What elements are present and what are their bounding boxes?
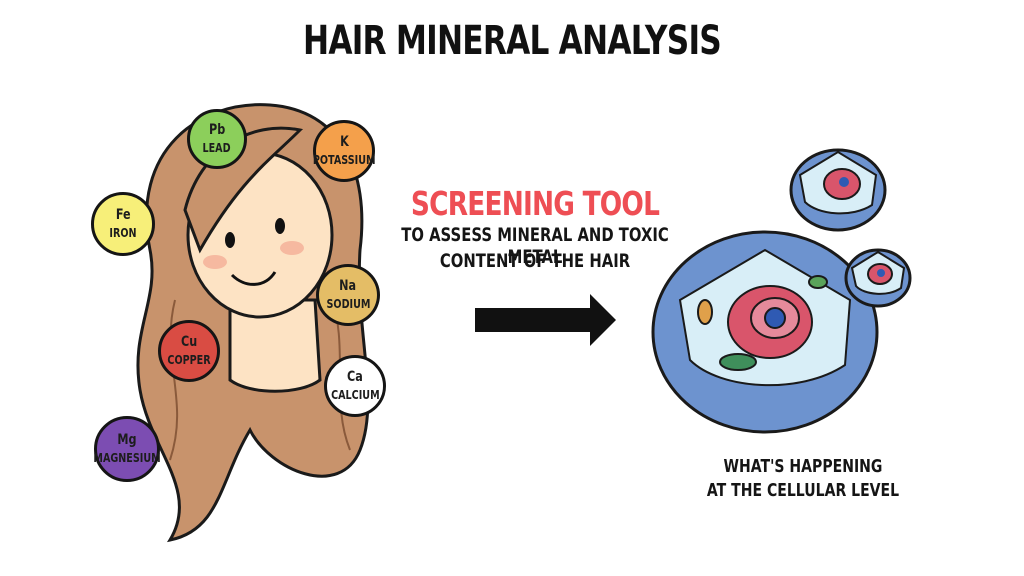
mineral-name: CALCIUM — [330, 388, 380, 402]
mineral-badge-iron: Fe IRON — [91, 192, 155, 256]
mineral-symbol: Ca — [347, 369, 363, 385]
mineral-symbol: Mg — [117, 432, 137, 448]
arrow-right-icon — [475, 294, 616, 346]
eye-left — [225, 232, 235, 248]
neck — [228, 298, 322, 393]
mineral-badge-lead: Pb LEAD — [187, 109, 247, 169]
mineral-symbol: Pb — [208, 122, 226, 138]
page-title: HAIR MINERAL ANALYSIS — [303, 18, 722, 64]
description-line-1: TO ASSESS MINERAL AND TOXIC METAL — [401, 224, 669, 268]
mineral-symbol: Cu — [180, 334, 198, 350]
mineral-symbol: Na — [339, 278, 357, 294]
eye-right — [275, 218, 285, 234]
mineral-name: COPPER — [167, 353, 211, 367]
mineral-symbol: Fe — [115, 207, 131, 223]
mineral-badge-sodium: Na SODIUM — [316, 264, 380, 326]
mineral-name: IRON — [109, 226, 137, 240]
mineral-symbol: K — [339, 134, 349, 150]
cell-caption-line-1: WHAT'S HAPPENING — [723, 456, 883, 477]
cheek-left — [203, 255, 227, 269]
mineral-name: MAGNESIUM — [93, 451, 161, 465]
mineral-badge-calcium: Ca CALCIUM — [324, 355, 386, 417]
cheek-right — [280, 241, 304, 255]
mineral-badge-potassium: K POTASSIUM — [313, 120, 375, 182]
mineral-badge-copper: Cu COPPER — [158, 320, 220, 382]
cell-illustration-small-right — [844, 248, 912, 308]
cell-illustration-large — [651, 230, 879, 434]
description-line-2: CONTENT OF THE HAIR — [439, 250, 631, 272]
screening-tool-heading: SCREENING TOOL — [410, 184, 660, 223]
mineral-name: LEAD — [202, 141, 232, 155]
mineral-badge-magnesium: Mg MAGNESIUM — [93, 416, 161, 482]
mineral-name: POTASSIUM — [312, 153, 376, 167]
mineral-name: SODIUM — [326, 297, 370, 311]
smile — [230, 271, 277, 286]
cell-caption-line-2: AT THE CELLULAR LEVEL — [706, 480, 900, 501]
cell-illustration-small-top — [789, 148, 887, 232]
